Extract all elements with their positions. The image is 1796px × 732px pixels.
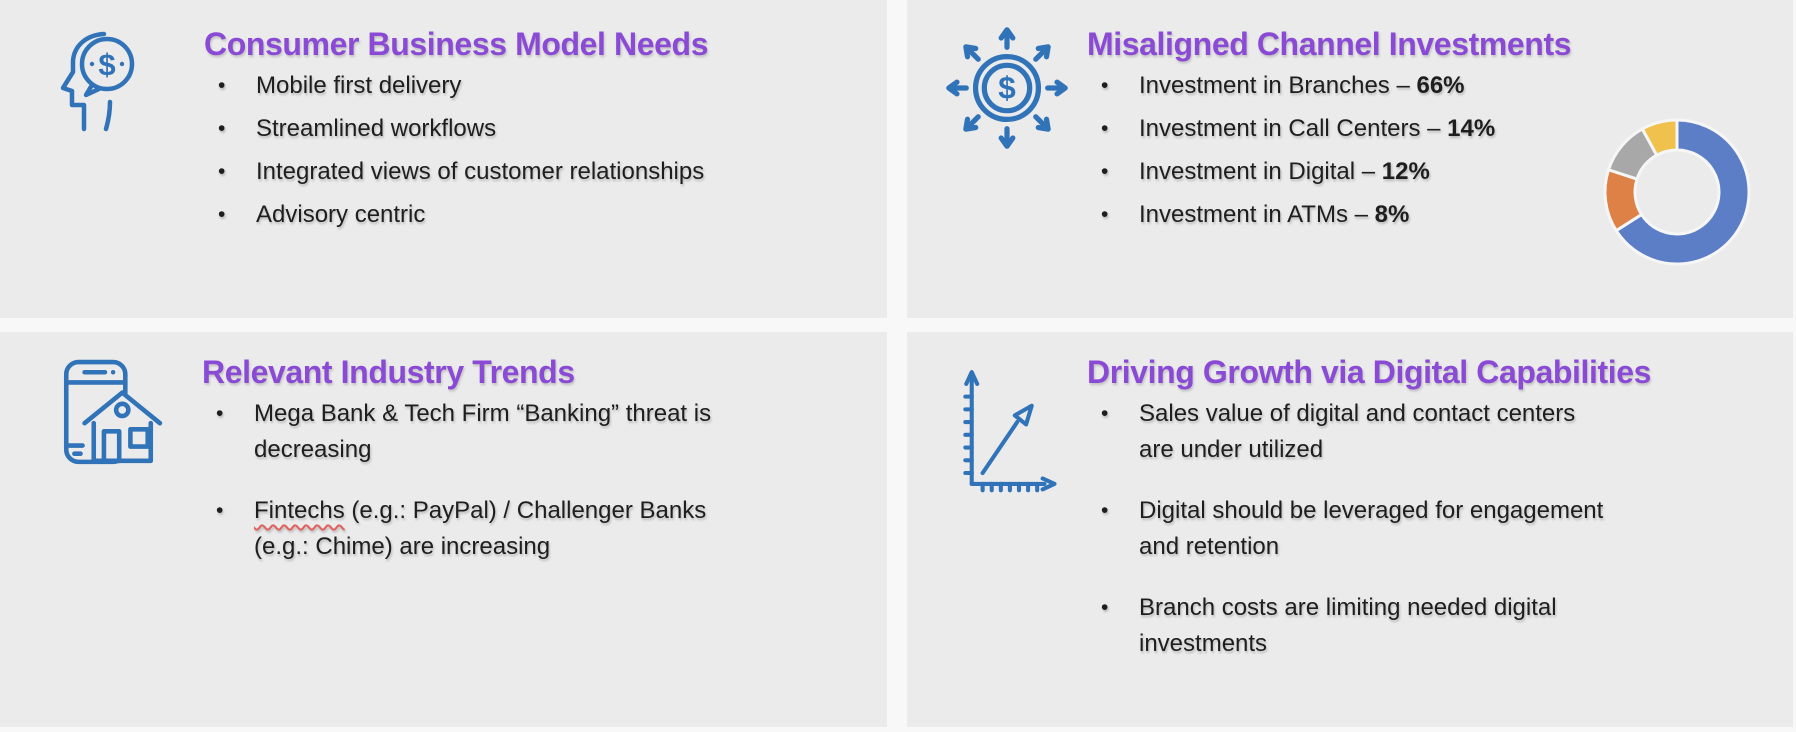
channel-investment-donut-chart bbox=[1597, 112, 1757, 277]
quadrant-title: Relevant Industry Trends bbox=[202, 354, 575, 390]
bullet-item: Branch costs are limiting needed digital… bbox=[1087, 590, 1747, 662]
bullet-item: Integrated views of customer relationshi… bbox=[204, 154, 864, 190]
bullet-item: Sales value of digital and contact cente… bbox=[1087, 396, 1747, 468]
bullet-item: Digital should be leveraged for engageme… bbox=[1087, 493, 1747, 565]
percentage-value: 12% bbox=[1381, 158, 1430, 185]
bullet-item: Mega Bank & Tech Firm “Banking” threat i… bbox=[202, 396, 862, 468]
bullet-list: Investment in Branches – 66% Investment … bbox=[1087, 68, 1647, 233]
bullet-item: Advisory centric bbox=[204, 197, 864, 233]
spellcheck-flagged-word: Fintechs bbox=[254, 497, 345, 524]
percentage-value: 66% bbox=[1416, 72, 1465, 99]
donut-slice-atms bbox=[1640, 118, 1679, 157]
quadrant-relevant-industry-trends: Relevant Industry Trends Mega Bank & Tec… bbox=[0, 332, 887, 727]
bullet-item: Fintechs (e.g.: PayPal) / Challenger Ban… bbox=[202, 493, 862, 565]
head-dollar-icon: $ bbox=[44, 28, 144, 143]
bullet-item: Investment in Digital – 12% bbox=[1087, 154, 1647, 190]
bullet-item: Investment in Call Centers – 14% bbox=[1087, 111, 1647, 147]
bullet-item: Investment in ATMs – 8% bbox=[1087, 197, 1647, 233]
svg-text:$: $ bbox=[98, 47, 115, 82]
bullet-list: Sales value of digital and contact cente… bbox=[1087, 396, 1747, 662]
bullet-item: Streamlined workflows bbox=[204, 111, 864, 147]
quadrant-title: Misaligned Channel Investments bbox=[1087, 26, 1572, 62]
bullet-list: Mega Bank & Tech Firm “Banking” threat i… bbox=[202, 396, 862, 565]
percentage-value: 8% bbox=[1374, 201, 1410, 228]
svg-text:$: $ bbox=[998, 70, 1016, 105]
growth-chart-icon bbox=[959, 364, 1059, 507]
quadrant-misaligned-channel-investments: $ Misaligned Channel Investments Investm… bbox=[907, 0, 1793, 318]
bullet-list: Mobile first delivery Streamlined workfl… bbox=[204, 68, 864, 233]
bullet-item: Investment in Branches – 66% bbox=[1087, 68, 1647, 104]
quadrant-title: Consumer Business Model Needs bbox=[204, 26, 709, 62]
quadrant-consumer-business-model-needs: $ Consumer Business Model Needs Mobile f… bbox=[0, 0, 887, 318]
percentage-value: 14% bbox=[1447, 115, 1496, 142]
dollar-spread-arrows-icon: $ bbox=[943, 24, 1071, 157]
quadrant-driving-growth-via-digital-capabilities: Driving Growth via Digital Capabilities … bbox=[907, 332, 1793, 727]
bullet-item: Mobile first delivery bbox=[204, 68, 864, 104]
quadrant-title: Driving Growth via Digital Capabilities bbox=[1087, 354, 1652, 390]
phone-house-icon bbox=[52, 358, 164, 475]
donut-slice-branches bbox=[1614, 118, 1751, 266]
